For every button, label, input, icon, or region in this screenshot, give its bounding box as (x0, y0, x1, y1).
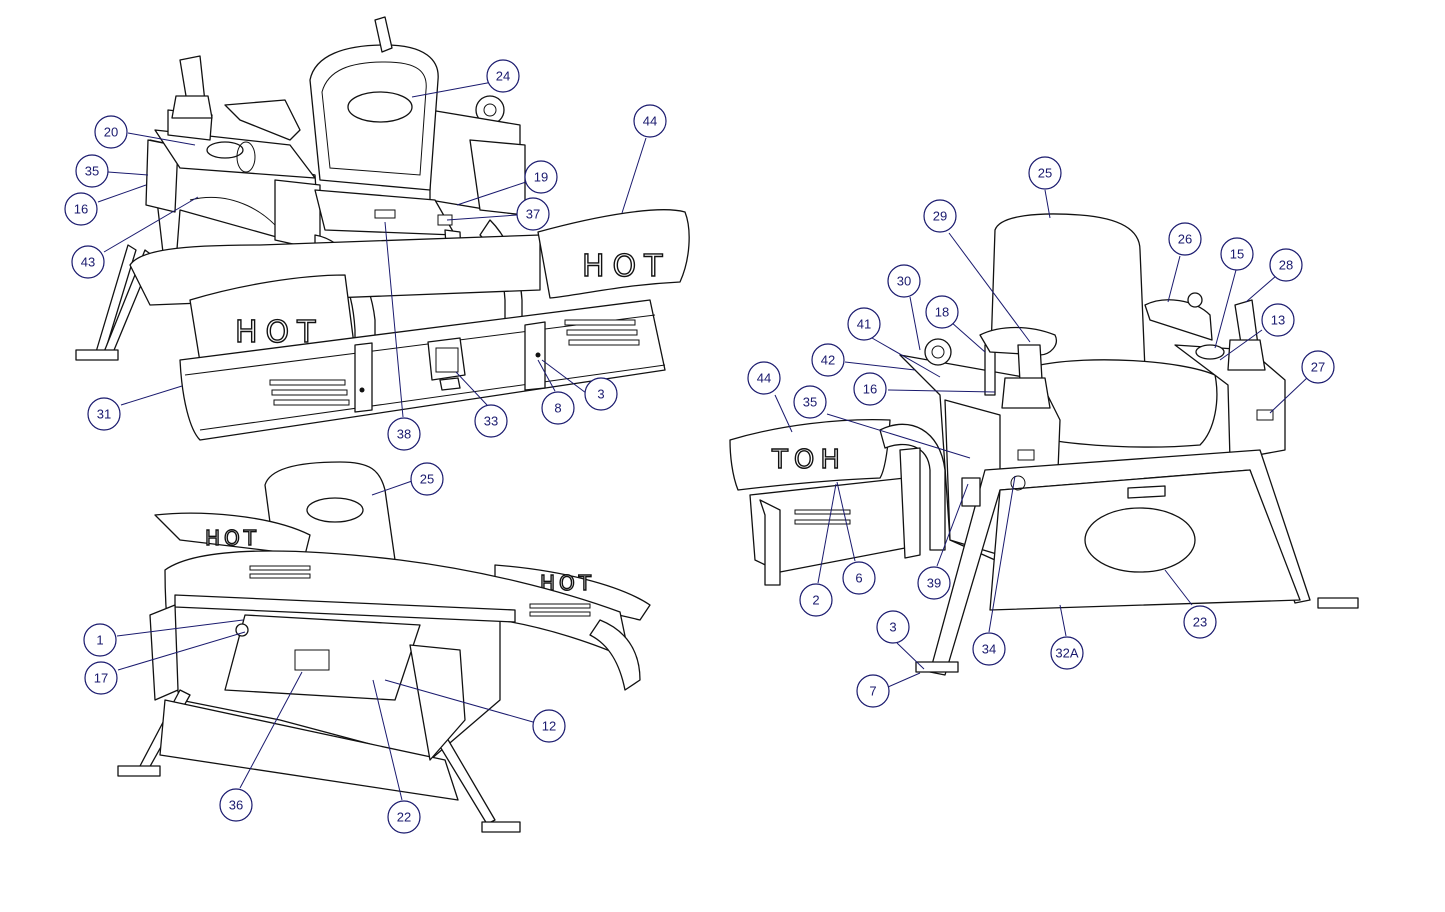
svg-text:41: 41 (857, 317, 871, 332)
svg-text:43: 43 (81, 255, 95, 270)
callout-12: 12 (532, 709, 566, 743)
svg-text:1: 1 (96, 633, 103, 648)
svg-text:38: 38 (397, 427, 411, 442)
svg-text:16: 16 (863, 382, 877, 397)
svg-text:6: 6 (855, 571, 862, 586)
svg-text:34: 34 (982, 642, 996, 657)
svg-text:26: 26 (1178, 232, 1192, 247)
callouts-right: 25 29 26 15 28 30 18 41 13 42 27 44 16 3… (747, 156, 1335, 708)
callouts-bottom-left: 25 1 17 12 36 22 (83, 462, 566, 834)
svg-text:25: 25 (420, 472, 434, 487)
svg-text:8: 8 (554, 401, 561, 416)
svg-text:24: 24 (496, 69, 510, 84)
callout-6: 6 (842, 561, 876, 595)
callout-35: 35 (793, 385, 827, 419)
callout-39: 39 (917, 566, 951, 600)
svg-text:2: 2 (812, 593, 819, 608)
callout-19: 19 (524, 160, 558, 194)
callout-36: 36 (219, 788, 253, 822)
callout-16: 16 (64, 192, 98, 226)
callouts-top-left: 24 44 20 35 19 16 37 43 31 3 8 33 38 (64, 59, 667, 451)
callout-34: 34 (972, 632, 1006, 666)
callout-3: 3 (876, 610, 910, 644)
callout-24: 24 (486, 59, 520, 93)
svg-text:37: 37 (526, 207, 540, 222)
callout-29: 29 (923, 199, 957, 233)
svg-text:27: 27 (1311, 360, 1325, 375)
callout-16: 16 (853, 372, 887, 406)
callout-3: 3 (584, 377, 618, 411)
callout-26: 26 (1168, 222, 1202, 256)
svg-text:13: 13 (1271, 313, 1285, 328)
callout-7: 7 (856, 674, 890, 708)
callout-25: 25 (1028, 156, 1062, 190)
view-bottom-left: HOT HOT (117, 461, 651, 833)
view-top-left: HOT HOT (75, 16, 690, 441)
svg-text:33: 33 (484, 414, 498, 429)
svg-text:12: 12 (542, 719, 556, 734)
svg-text:39: 39 (927, 576, 941, 591)
callout-43: 43 (71, 245, 105, 279)
callout-8: 8 (541, 391, 575, 425)
callout-1: 1 (83, 623, 117, 657)
svg-text:32A: 32A (1055, 646, 1078, 661)
callout-28: 28 (1269, 248, 1303, 282)
callout-17: 17 (84, 661, 118, 695)
callout-23: 23 (1183, 605, 1217, 639)
callout-25: 25 (410, 462, 444, 496)
svg-text:36: 36 (229, 798, 243, 813)
callout-18: 18 (925, 295, 959, 329)
svg-text:25: 25 (1038, 166, 1052, 181)
svg-text:17: 17 (94, 671, 108, 686)
svg-text:29: 29 (933, 209, 947, 224)
svg-text:19: 19 (534, 170, 548, 185)
svg-text:28: 28 (1279, 258, 1293, 273)
view-right: TOH (729, 213, 1359, 676)
svg-text:22: 22 (397, 810, 411, 825)
svg-text:7: 7 (869, 684, 876, 699)
hot-panel-label: HOT (582, 249, 671, 284)
callout-42: 42 (811, 343, 845, 377)
svg-text:42: 42 (821, 353, 835, 368)
svg-text:3: 3 (597, 387, 604, 402)
callout-15: 15 (1220, 237, 1254, 271)
callout-2: 2 (799, 583, 833, 617)
callout-37: 37 (516, 197, 550, 231)
callout-41: 41 (847, 307, 881, 341)
hot-panel-label: TOH (771, 445, 846, 475)
hot-panel-label: HOT (205, 526, 260, 550)
callout-35: 35 (75, 154, 109, 188)
svg-text:3: 3 (889, 620, 896, 635)
callout-30: 30 (887, 264, 921, 298)
callout-22: 22 (387, 800, 421, 834)
callout-13: 13 (1261, 303, 1295, 337)
leader-lines (97, 80, 1309, 801)
callout-32A: 32A (1050, 636, 1084, 670)
svg-text:15: 15 (1230, 247, 1244, 262)
svg-text:20: 20 (104, 125, 118, 140)
callout-33: 33 (474, 404, 508, 438)
svg-text:35: 35 (85, 164, 99, 179)
svg-text:30: 30 (897, 274, 911, 289)
callout-44: 44 (747, 361, 781, 395)
callout-44: 44 (633, 104, 667, 138)
callout-20: 20 (94, 115, 128, 149)
svg-text:23: 23 (1193, 615, 1207, 630)
svg-text:44: 44 (757, 371, 771, 386)
callout-31: 31 (87, 397, 121, 431)
svg-text:44: 44 (643, 114, 657, 129)
callout-38: 38 (387, 417, 421, 451)
callout-27: 27 (1301, 350, 1335, 384)
svg-text:16: 16 (74, 202, 88, 217)
svg-text:31: 31 (97, 407, 111, 422)
svg-text:18: 18 (935, 305, 949, 320)
svg-text:35: 35 (803, 395, 817, 410)
